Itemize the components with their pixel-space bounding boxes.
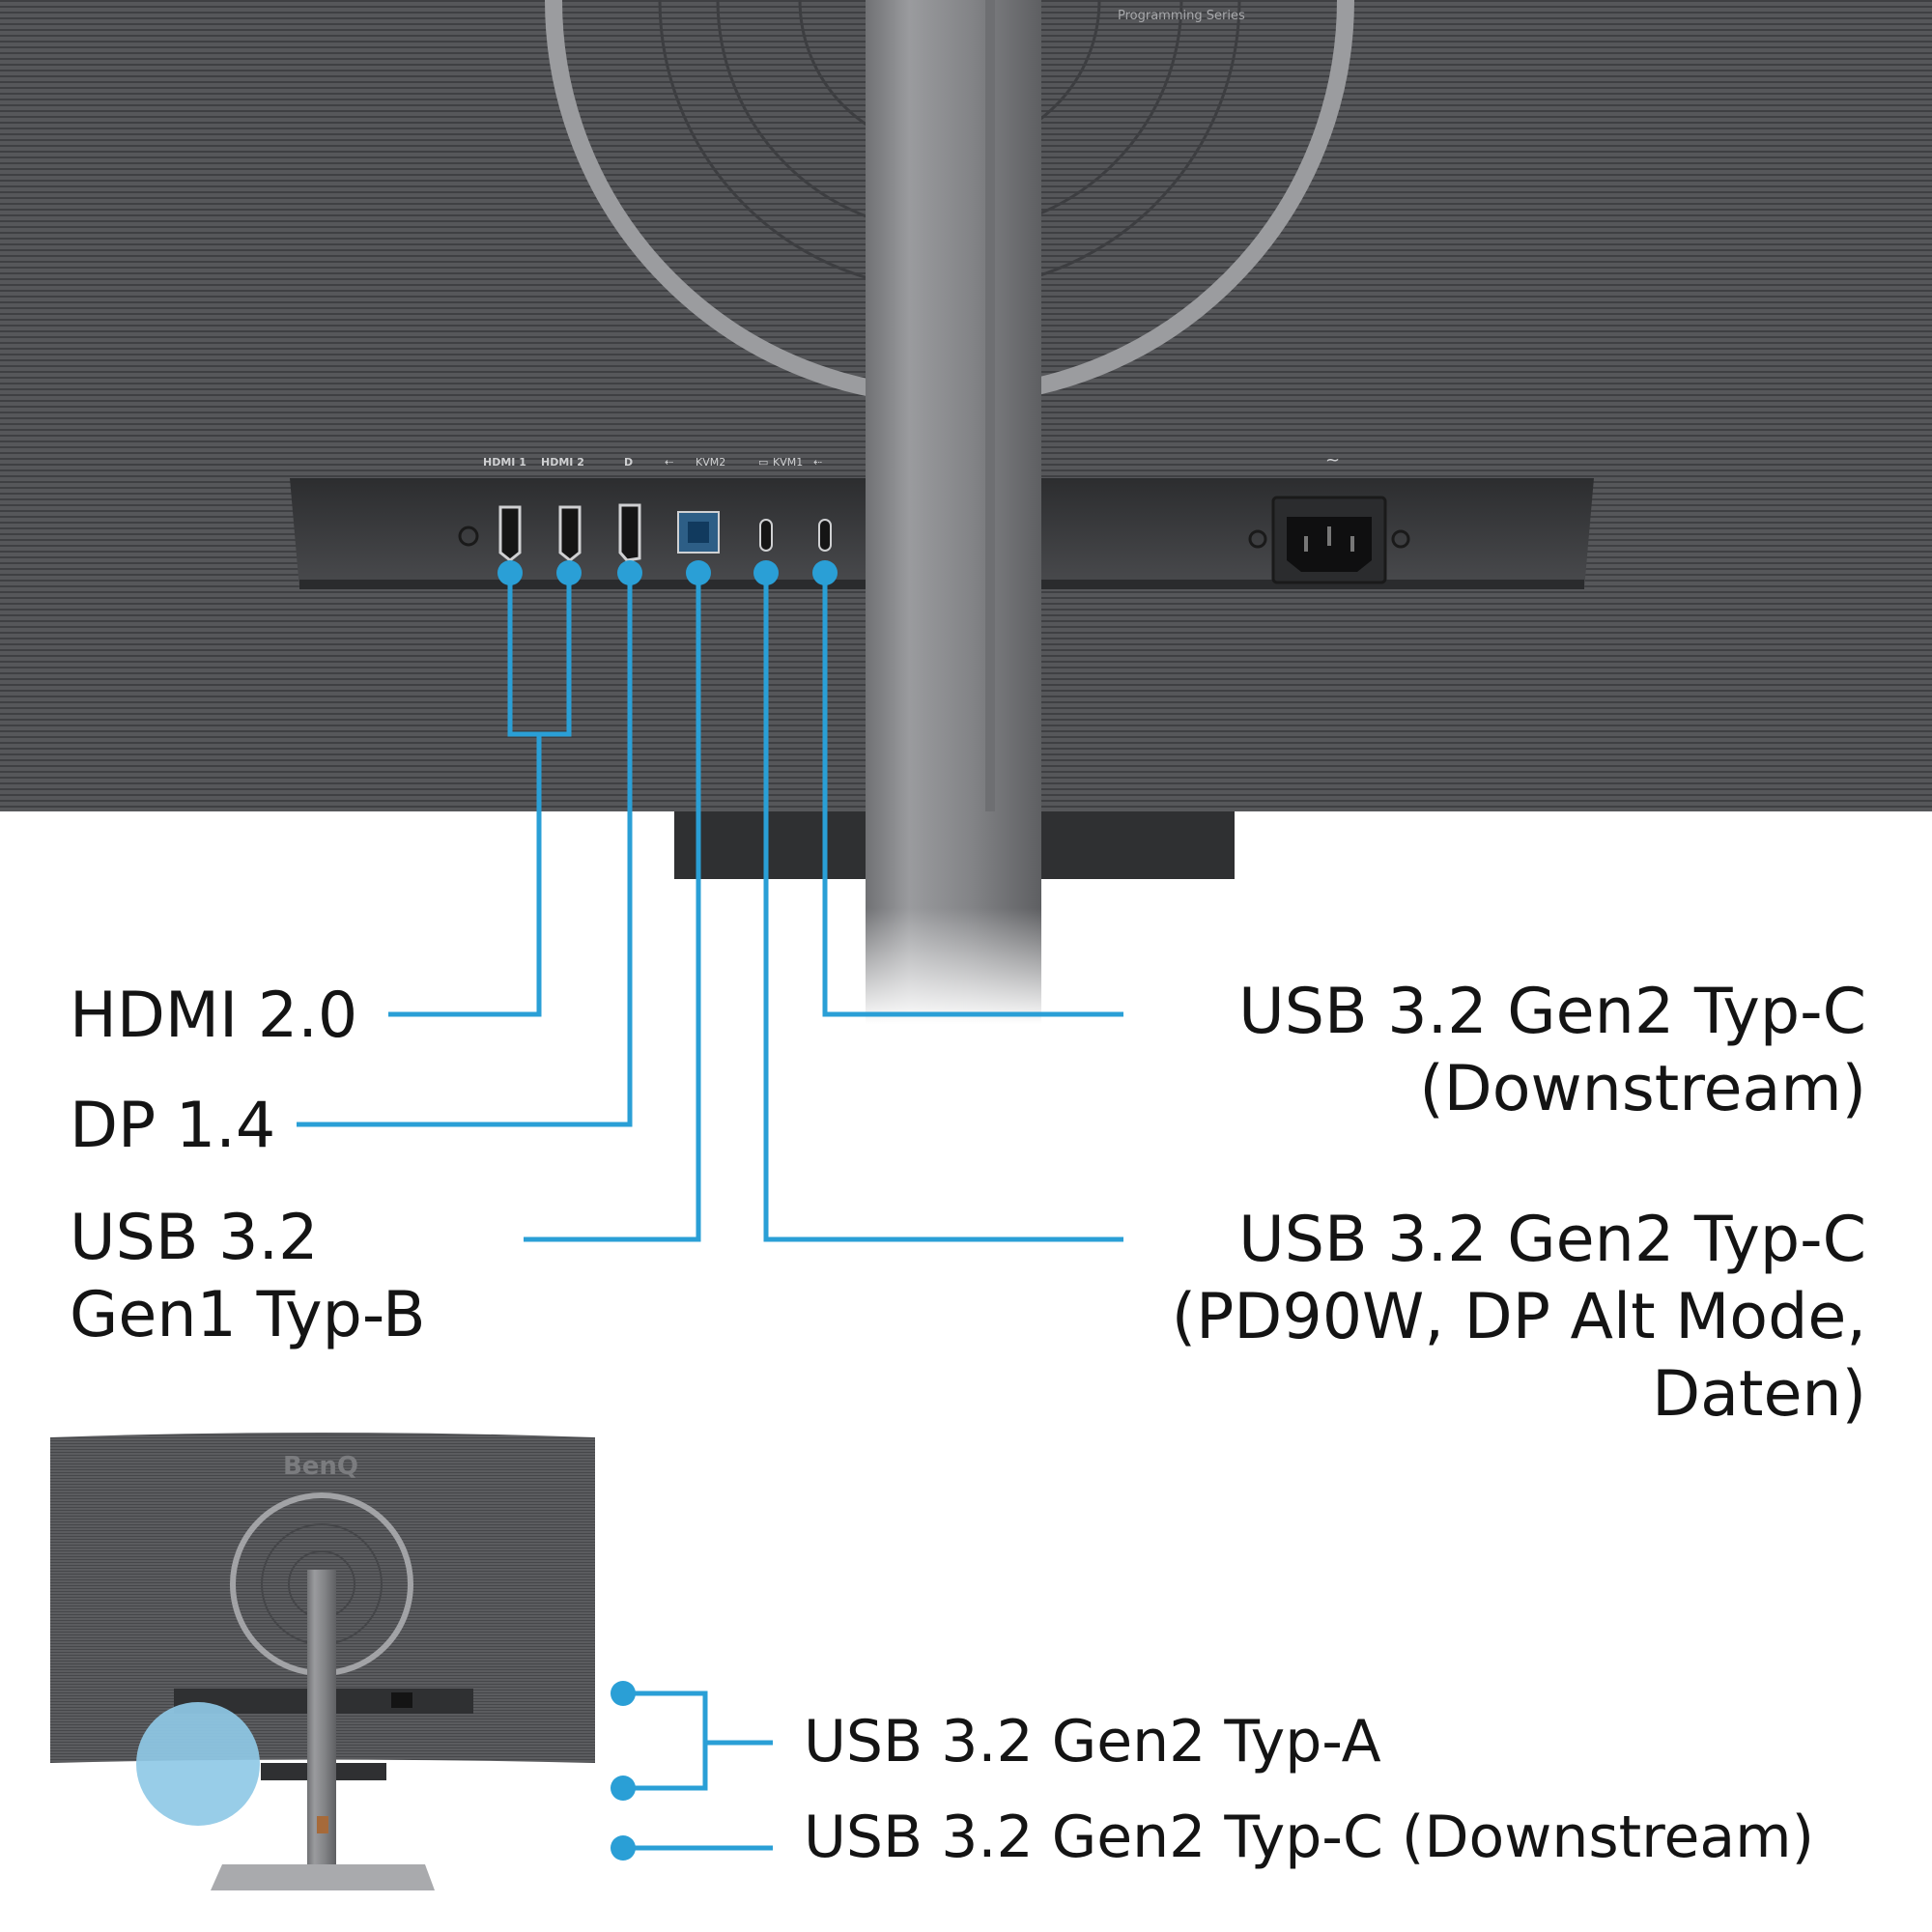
label-usbc-downstream: USB 3.2 Gen2 Typ-C (Downstream) — [1238, 974, 1866, 1128]
label-dp: DP 1.4 — [70, 1090, 276, 1162]
mini-stand-clip — [317, 1816, 328, 1833]
mini-monitor: BenQ — [50, 1433, 595, 1890]
usbc-kvm2-dot — [753, 560, 779, 585]
usbc-kvm1-dot — [812, 560, 838, 585]
label-side-usbc: USB 3.2 Gen2 Typ-C (Downstream) — [804, 1804, 1815, 1871]
dp-port — [618, 503, 641, 562]
usb-symbol-icon-2: ⇠ — [813, 456, 822, 469]
label-usb-b-line2: Gen1 Typ-B — [70, 1279, 426, 1351]
hdmi-leader-line — [388, 734, 542, 1017]
label-usbc-pd-line3: Daten) — [1652, 1358, 1866, 1431]
power-socket — [1248, 496, 1410, 584]
port-icon-row: HDMI 1 HDMI 2 D ⇠ KVM2 ▭ KVM1 ⇠ ~ — [483, 450, 1340, 470]
stand-column — [866, 0, 1041, 1024]
callout-lines — [297, 573, 1123, 1242]
label-usbc-pd: USB 3.2 Gen2 Typ-C (PD90W, DP Alt Mode, … — [1172, 1202, 1866, 1434]
label-usb-b-line1: USB 3.2 — [70, 1202, 319, 1274]
side-usbc-dot — [611, 1835, 636, 1861]
label-usbc-downstream-line1: USB 3.2 Gen2 Typ-C — [1238, 976, 1866, 1048]
usb-b-port — [677, 511, 720, 554]
highlight-circle — [136, 1702, 260, 1826]
usbc-down-leader-line — [822, 573, 1123, 1017]
hdmi2-icon-label: HDMI 2 — [541, 456, 584, 469]
label-usbc-pd-line2: (PD90W, DP Alt Mode, — [1171, 1281, 1866, 1353]
hdmi2-dot — [556, 560, 582, 585]
dp-icon-label: D — [624, 456, 633, 469]
mini-stand-base — [211, 1864, 435, 1890]
label-hdmi: HDMI 2.0 — [70, 980, 358, 1052]
screw-icon — [458, 526, 479, 547]
usb-b-port-inner — [688, 522, 709, 543]
dp-dot — [617, 560, 642, 585]
screw-icon-left — [1248, 529, 1267, 549]
ports — [458, 503, 832, 562]
usbc-pd-leader-line — [763, 573, 1123, 1242]
dp-leader-line — [297, 573, 633, 1127]
usb-b-dot — [686, 560, 711, 585]
hdmi1-dot — [497, 560, 523, 585]
side-usba-dot-2 — [611, 1776, 636, 1801]
side-callouts — [611, 1681, 773, 1861]
power-icon-label: ~ — [1325, 450, 1340, 470]
kvm2-icon-label: KVM2 — [696, 456, 725, 469]
mini-power-socket — [391, 1692, 412, 1708]
mini-brand-logo: BenQ — [283, 1452, 358, 1481]
usb-symbol-icon: ⇠ — [665, 456, 673, 469]
laptop-icon: ▭ — [758, 456, 768, 469]
label-usb-b: USB 3.2 Gen1 Typ-B — [70, 1200, 426, 1354]
label-usbc-downstream-line2: (Downstream) — [1419, 1053, 1866, 1125]
usb-b-leader-line — [524, 573, 701, 1242]
label-side-usba: USB 3.2 Gen2 Typ-A — [804, 1708, 1381, 1776]
kvm1-icon-label: KVM1 — [773, 456, 803, 469]
hdmi2-port — [558, 505, 582, 562]
callout-dots — [497, 560, 838, 585]
side-usba-dot-1 — [611, 1681, 636, 1706]
screw-icon-right — [1391, 529, 1410, 549]
usb-c-kvm2-port — [759, 519, 773, 552]
series-text: Programming Series — [1118, 9, 1245, 23]
label-usbc-pd-line1: USB 3.2 Gen2 Typ-C — [1238, 1204, 1866, 1276]
hdmi1-icon-label: HDMI 1 — [483, 456, 526, 469]
hdmi1-port — [498, 505, 522, 562]
side-bracket-line — [623, 1690, 708, 1791]
usb-c-kvm1-port — [818, 519, 832, 552]
